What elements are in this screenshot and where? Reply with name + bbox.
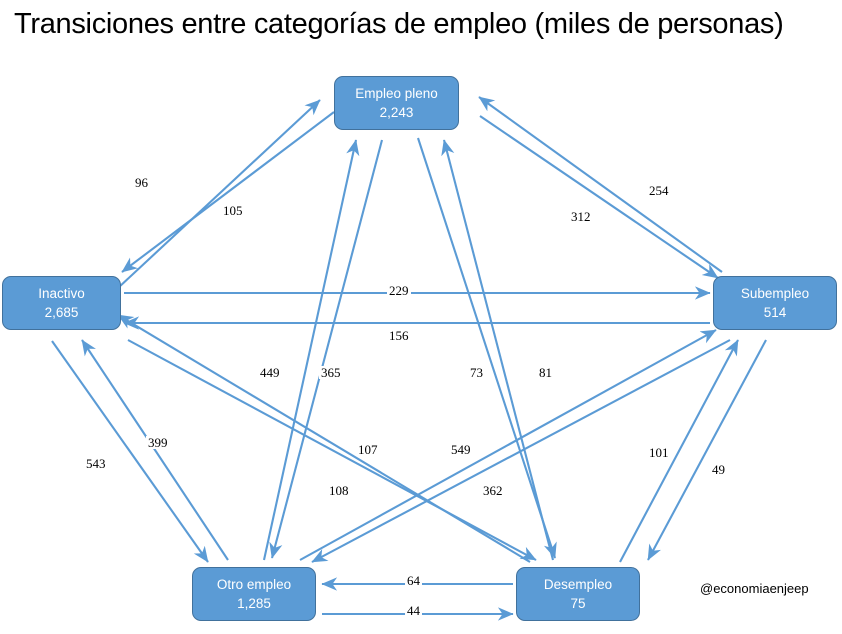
edge-label-inactivo-otro-empleo: 543	[84, 456, 108, 471]
edge-empleo_pleno-desempleo	[417, 137, 557, 559]
node-otro-empleo[interactable]: Otro empleo 1,285	[192, 567, 316, 621]
edge-label-subempleo-empleo-pleno: 312	[569, 209, 593, 224]
node-inactivo[interactable]: Inactivo 2,685	[2, 276, 121, 330]
node-label: Subempleo	[740, 285, 810, 301]
edge-empleo_pleno-otro_empleo	[269, 139, 384, 559]
edge-desempleo-subempleo	[619, 339, 739, 563]
edge-label-subempleo-otro-empleo: 362	[481, 483, 505, 498]
node-value: 514	[763, 305, 787, 320]
edge-inactivo-otro_empleo	[51, 340, 209, 563]
edge-label-empleo-pleno-subempleo: 254	[647, 183, 671, 198]
node-label: Otro empleo	[216, 576, 292, 592]
node-label: Empleo pleno	[355, 85, 438, 101]
edge-subempleo-otro_empleo	[311, 339, 731, 563]
node-value: 2,685	[44, 305, 79, 320]
watermark: @economiaenjeep	[700, 581, 809, 596]
node-value: 75	[570, 596, 586, 611]
edge-label-desempleo-otro-empleo: 64	[405, 573, 422, 588]
edge-empleo_pleno-subempleo	[479, 115, 719, 279]
edge-label-desempleo-inactivo: 107	[356, 442, 380, 457]
edge-subempleo-desempleo	[647, 339, 767, 561]
node-desempleo[interactable]: Desempleo 75	[516, 567, 640, 621]
edge-desempleo-empleo_pleno	[441, 139, 555, 561]
edge-empleo_pleno-inactivo	[121, 111, 335, 273]
page-title: Transiciones entre categorías de empleo …	[14, 8, 784, 40]
edge-otro_empleo-inactivo	[81, 339, 229, 561]
node-empleo-pleno[interactable]: Empleo pleno 2,243	[334, 76, 459, 130]
node-label: Desempleo	[543, 576, 613, 592]
node-value: 2,243	[379, 105, 414, 120]
edge-label-inactivo-empleo-pleno: 105	[221, 203, 245, 218]
edge-label-otro-empleo-subempleo: 549	[449, 442, 473, 457]
edge-label-desempleo-subempleo: 101	[647, 445, 671, 460]
edge-label-otro-empleo-desempleo: 44	[405, 603, 422, 618]
node-subempleo[interactable]: Subempleo 514	[713, 276, 837, 330]
edge-desempleo-inactivo	[117, 314, 531, 563]
edge-inactivo-desempleo	[127, 339, 537, 561]
edge-label-empleo-pleno-otro-empleo: 365	[319, 365, 343, 380]
edge-subempleo-empleo_pleno	[478, 96, 723, 273]
edge-label-inactivo-desempleo: 108	[327, 483, 351, 498]
node-value: 1,285	[237, 596, 271, 611]
edge-label-subempleo-inactivo: 156	[387, 328, 411, 343]
edge-label-otro-empleo-inactivo: 399	[146, 435, 170, 450]
edge-inactivo-empleo_pleno	[117, 99, 321, 289]
edge-label-otro-empleo-empleo-pleno: 449	[258, 365, 282, 380]
edge-label-empleo-pleno-inactivo: 96	[133, 175, 150, 190]
edge-label-subempleo-desempleo: 49	[710, 462, 727, 477]
edge-otro_empleo-empleo_pleno	[262, 139, 360, 561]
edge-otro_empleo-subempleo	[299, 329, 717, 561]
edge-label-inactivo-subempleo: 229	[387, 283, 411, 298]
edge-label-empleo-pleno-desempleo: 81	[537, 365, 554, 380]
node-label: Inactivo	[38, 285, 85, 301]
edge-label-desempleo-empleo-pleno: 73	[468, 365, 485, 380]
